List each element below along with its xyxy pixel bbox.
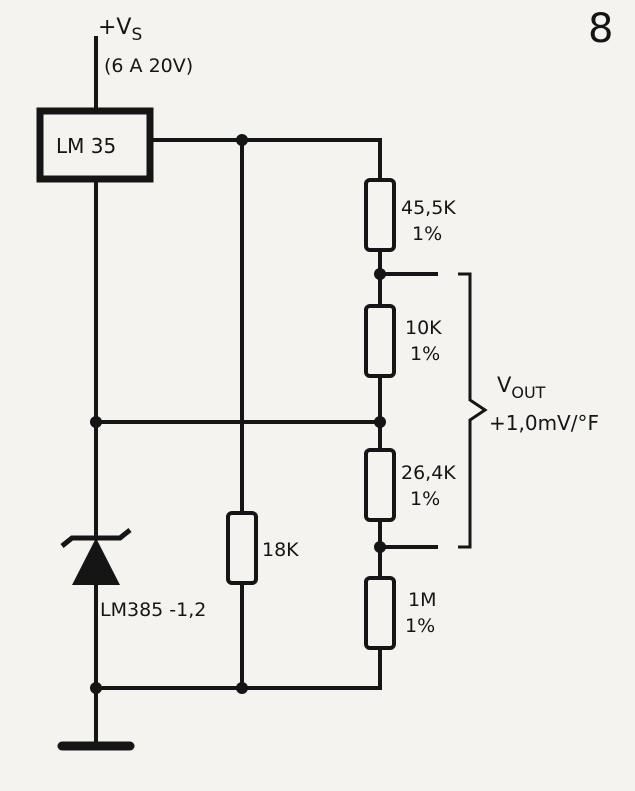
supply-label-main: +V [98,15,131,40]
resistor-18k-value: 18K [262,539,299,561]
resistor-18k [226,511,258,585]
resistor-26k4-value: 26,4K [401,462,456,484]
supply-label: +VS [98,15,142,45]
resistor-10k [364,304,396,378]
junction-dot [374,541,386,553]
resistor-45k5 [364,178,396,252]
junction-dot [374,416,386,428]
resistor-45k5-tolerance: 1% [412,223,442,245]
lm385-label: LM385 -1,2 [100,599,206,621]
junction-dot [90,682,102,694]
resistor-1m [364,576,396,650]
resistor-45k5-value: 45,5K [401,197,456,219]
junction-dot [236,682,248,694]
output-label: VOUT [497,373,546,402]
junction-dot [90,416,102,428]
output-label-main: V [497,373,512,397]
output-label-sub: OUT [511,383,545,402]
resistor-26k4-tolerance: 1% [410,488,440,510]
output-brace [458,272,488,549]
figure-number: 8 [588,6,613,52]
resistor-1m-tolerance: 1% [405,615,435,637]
supply-label-sub: S [131,25,142,45]
resistor-1m-value: 1M [408,589,436,611]
resistor-26k4 [364,448,396,522]
lm385-reference-diode [60,528,132,585]
lm35-label: LM 35 [56,134,116,158]
resistor-10k-value: 10K [405,317,442,339]
output-scale: +1,0mV/°F [489,411,599,435]
junction-dot [236,134,248,146]
resistor-10k-tolerance: 1% [410,343,440,365]
junction-dot [374,268,386,280]
supply-rating: (6 A 20V) [104,55,193,77]
